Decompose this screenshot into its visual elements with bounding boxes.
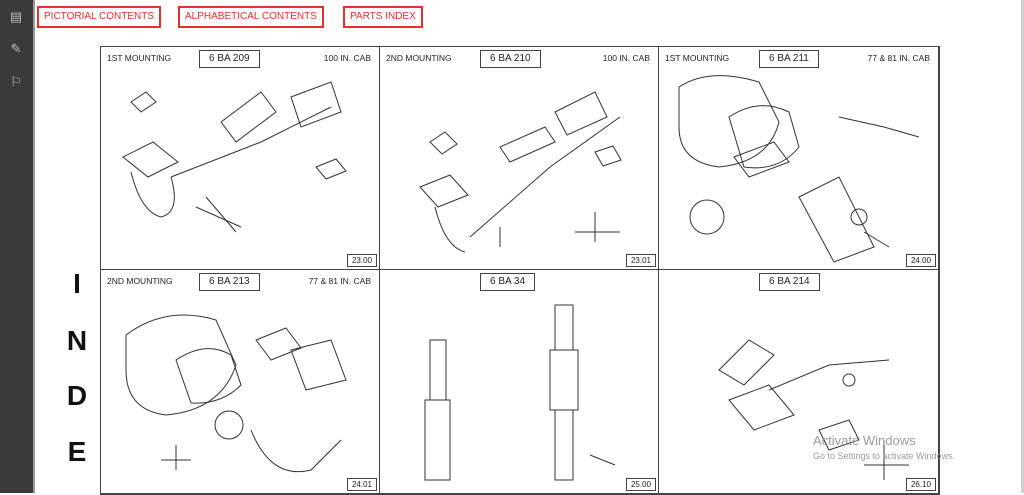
diagram-panel-4[interactable]: 2ND MOUNTING 6 BA 213 77 & 81 IN. CAB 24…: [101, 270, 380, 494]
parts-diagram-sheet: 1ST MOUNTING 6 BA 209 100 IN. CAB 23.00 …: [100, 46, 940, 495]
panel-code: 6 BA 34: [480, 273, 536, 291]
diagram-panel-3[interactable]: 1ST MOUNTING 6 BA 211 77 & 81 IN. CAB 24…: [659, 47, 939, 270]
watermark-title: Activate Windows: [813, 433, 916, 448]
pages-icon[interactable]: ▤: [9, 9, 23, 24]
exploded-parts-drawing: [122, 81, 357, 244]
exploded-parts-drawing: [125, 314, 347, 473]
panel-code: 6 BA 213: [199, 273, 260, 291]
panel-cab-label: 100 IN. CAB: [602, 53, 650, 63]
diagram-panel-1[interactable]: 1ST MOUNTING 6 BA 209 100 IN. CAB 23.00: [101, 47, 380, 270]
alphabetical-contents-button[interactable]: ALPHABETICAL CONTENTS: [178, 6, 324, 28]
exploded-parts-drawing: [678, 75, 920, 263]
side-letter-e: E: [67, 436, 87, 467]
panel-cab-label: 77 & 81 IN. CAB: [308, 276, 371, 286]
panel-mounting-label: 2ND MOUNTING: [386, 53, 452, 63]
activate-windows-watermark: Activate Windows Go to Settings to activ…: [813, 433, 955, 461]
panel-mounting-label: 1ST MOUNTING: [107, 53, 172, 63]
panel-page-number: 26.10: [905, 478, 936, 491]
side-letter-d: D: [66, 380, 88, 411]
panel-code: 6 BA 214: [759, 273, 820, 291]
panel-code: 6 BA 211: [759, 50, 819, 68]
scrollbar[interactable]: [1021, 0, 1024, 493]
exploded-parts-drawing: [419, 91, 622, 253]
side-letter-i: I: [73, 268, 81, 299]
exploded-parts-drawing: [718, 339, 909, 480]
diagram-panel-5[interactable]: 6 BA 34 25.00: [380, 270, 659, 494]
panel-page-number: 23.01: [625, 254, 656, 267]
panel-page-number: 25.00: [625, 478, 656, 491]
pictorial-contents-button[interactable]: PICTORIAL CONTENTS: [37, 6, 162, 28]
panel-page-number: 24.00: [905, 254, 936, 267]
viewer-sidebar: ▤ ✎ ⚐: [0, 0, 33, 493]
panel-cab-label: 100 IN. CAB: [323, 53, 371, 63]
panel-cab-label: 77 & 81 IN. CAB: [867, 53, 930, 63]
panel-code: 6 BA 209: [199, 50, 260, 68]
bookmark-icon[interactable]: ⚐: [10, 74, 22, 89]
panel-mounting-label: 1ST MOUNTING: [665, 53, 730, 63]
panel-page-number: 23.00: [346, 254, 377, 267]
parts-index-button[interactable]: PARTS INDEX: [343, 6, 423, 28]
exploded-parts-drawing: [424, 304, 616, 481]
pen-icon[interactable]: ✎: [10, 41, 22, 56]
panel-page-number: 24.01: [346, 478, 377, 491]
panel-mounting-label: 2ND MOUNTING: [107, 276, 173, 286]
side-letter-n: N: [66, 325, 88, 356]
sidebar-divider: [33, 0, 35, 493]
diagram-panel-2[interactable]: 2ND MOUNTING 6 BA 210 100 IN. CAB 23.01: [380, 47, 659, 270]
watermark-subtitle: Go to Settings to activate Windows.: [813, 451, 956, 461]
panel-code: 6 BA 210: [480, 50, 541, 68]
